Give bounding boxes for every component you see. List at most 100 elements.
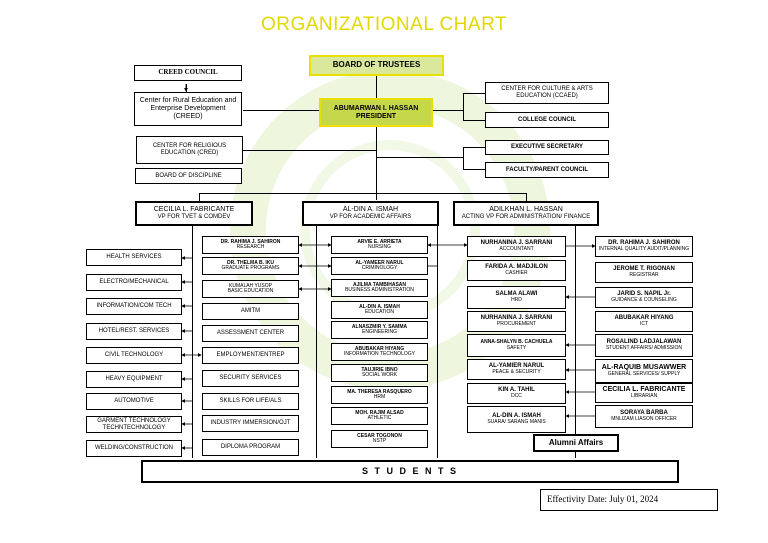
- office-role: SUARA/ SARANG MANIS: [487, 419, 546, 426]
- vp-admin-title: ACTING VP FOR ADMINISTRATION/ FINANCE: [461, 214, 591, 221]
- dean-name: AJILMA TAMBIHASAN: [352, 281, 407, 288]
- faculty-parent-label: FACULTY/PARENT COUNCIL: [505, 166, 589, 173]
- connector: [199, 193, 526, 194]
- connector: [463, 169, 485, 170]
- person-role: GRADUATE PROGRAMS: [221, 265, 280, 271]
- vp-tvet-name: CECILIA L. FABRICANTE: [153, 206, 235, 214]
- vp-academic-title: VP FOR ACADEMIC AFFAIRS: [329, 214, 412, 221]
- tvet-unit-label: HOTEL/REST. SERVICES: [98, 328, 170, 335]
- office-role: STUDENT AFFAIRS/ ADMISSION: [605, 345, 683, 352]
- connector: [316, 226, 317, 458]
- office-head: JARID S. NAPIL Jr.: [617, 291, 671, 298]
- office-role: PEACE & SECURITY: [492, 369, 541, 376]
- person-name: DR. RAHIMA J. SAHIRON: [220, 238, 281, 245]
- program-label: EMPLOYMENT/ENTREP: [216, 352, 285, 359]
- dean-name: AL-DIN A. ISMAH: [359, 303, 400, 310]
- dean-role: NSTP: [372, 438, 387, 444]
- executive-secretary: EXECUTIVE SECRETARY: [485, 140, 609, 155]
- tvet-unit: GARMENT TECHNOLOGY TECHNTECHNOLOGY: [86, 416, 182, 433]
- dean-role: SOCIAL WORK: [361, 372, 398, 378]
- tvet-program: INDUSTRY IMMERSION/OJT: [202, 415, 299, 432]
- alumni-label: Alumni Affairs: [548, 437, 604, 447]
- office-role: REGISTRAR: [629, 272, 659, 279]
- religious-box: CENTER FOR RELIGIOUS EDUCATION (CRED): [136, 136, 243, 164]
- office-role: ACCOUNTANT: [499, 246, 534, 253]
- tvet-unit: HEAVY EQUIPMENT: [86, 371, 182, 388]
- president-box: ABUMARWAN I. HASSAN PRESIDENT: [319, 98, 433, 127]
- person-name: DR. THELMA B. IKU: [226, 259, 275, 266]
- tvet-program: SECURITY SERVICES: [202, 370, 299, 387]
- college-council-label: COLLEGE COUNCIL: [518, 116, 576, 123]
- dean-role: EDUCATION: [364, 309, 395, 315]
- dean-role: BUSINESS ADMINISTRATION: [345, 287, 414, 293]
- alumni-affairs: Alumni Affairs: [533, 434, 619, 452]
- office-role: HRD: [511, 297, 522, 304]
- office-head: AL-RAQUIB MUSAWWER: [601, 364, 687, 372]
- office-role: PROCUREMENT: [496, 321, 537, 328]
- office-role: LIBRARIAN: [630, 393, 658, 400]
- dean-role: HRM: [373, 394, 386, 400]
- tvet-unit: HEALTH SERVICES: [86, 249, 182, 266]
- person-role: RESEARCH: [236, 244, 265, 250]
- program-label: INDUSTRY IMMERSION/OJT: [210, 420, 291, 427]
- tvet-unit-label: HEALTH SERVICES: [106, 254, 162, 261]
- discipline-box: BOARD OF DISCIPLINE: [135, 168, 242, 184]
- tvet-program: DIPLOMA PROGRAM: [202, 439, 299, 456]
- tvet-program: EMPLOYMENT/ENTREP: [202, 347, 299, 364]
- office-head: AL-YAMIER NARUL: [488, 363, 545, 370]
- tvet-unit-extra: TECHNTECHNOLOGY: [102, 424, 166, 431]
- person-role: BASIC EDUCATION: [227, 288, 274, 294]
- office-head: AL-DIN A. ISMAH: [492, 413, 541, 420]
- connector: [437, 226, 438, 458]
- office-head: FARIDA A. MADJILON: [485, 264, 548, 271]
- effectivity-label: Effectivity Date: July 01, 2024: [547, 494, 659, 505]
- dean-name: MA. THERESA RASQUERO: [347, 388, 412, 395]
- office-role: DCC: [511, 393, 522, 400]
- tvet-unit-label: HEAVY EQUIPMENT: [105, 376, 163, 383]
- connector: [526, 193, 527, 201]
- ccaed-box: CENTER FOR CULTURE & ARTS EDUCATION (CCA…: [485, 82, 609, 104]
- religious-label: CENTER FOR RELIGIOUS EDUCATION (CRED): [152, 143, 227, 156]
- tvet-person: DR. RAHIMA J. SAHIRON RESEARCH: [202, 236, 299, 254]
- tvet-unit-label: INFORMATION/COM TECH: [96, 303, 172, 310]
- office-role: SAFETY: [506, 344, 527, 351]
- connector: [433, 110, 463, 111]
- tvet-program: ASSESSMENT CENTER: [202, 325, 299, 342]
- office-head: ABUBAKAR HIYANG: [614, 315, 674, 322]
- vp-tvet-title: VP FOR TVET & COMDEV: [157, 214, 231, 221]
- creed-council-label: CREED COUNCIL: [158, 68, 218, 77]
- exec-sec-label: EXECUTIVE SECRETARY: [510, 144, 583, 151]
- tvet-unit-label: WELDING/CONSTRUCTION: [95, 445, 173, 452]
- board-label: BOARD OF TRUSTEES: [332, 60, 421, 70]
- tvet-unit-label: CIVIL TECHNOLOGY: [104, 352, 164, 359]
- office-head: DR. RAHIMA J. SAHIRON: [608, 240, 680, 247]
- tvet-unit-label: GARMENT TECHNOLOGY: [97, 417, 171, 424]
- connector: [199, 193, 200, 201]
- college-council: COLLEGE COUNCIL: [485, 112, 609, 128]
- dean-name: ARVIE E. ARRIETA: [357, 238, 402, 245]
- tvet-unit-label: AUTOMOTIVE: [114, 398, 154, 405]
- discipline-label: BOARD OF DISCIPLINE: [155, 172, 222, 179]
- students-label: S T U D E N T S: [361, 465, 458, 476]
- dean-role: ENGINEERING: [361, 329, 397, 335]
- vp-academic-name: AL-DIN A. ISMAH: [342, 206, 399, 214]
- office-head: NURHANINA J. SARRANI: [480, 315, 553, 322]
- creed-council: CREED COUNCIL: [134, 65, 242, 81]
